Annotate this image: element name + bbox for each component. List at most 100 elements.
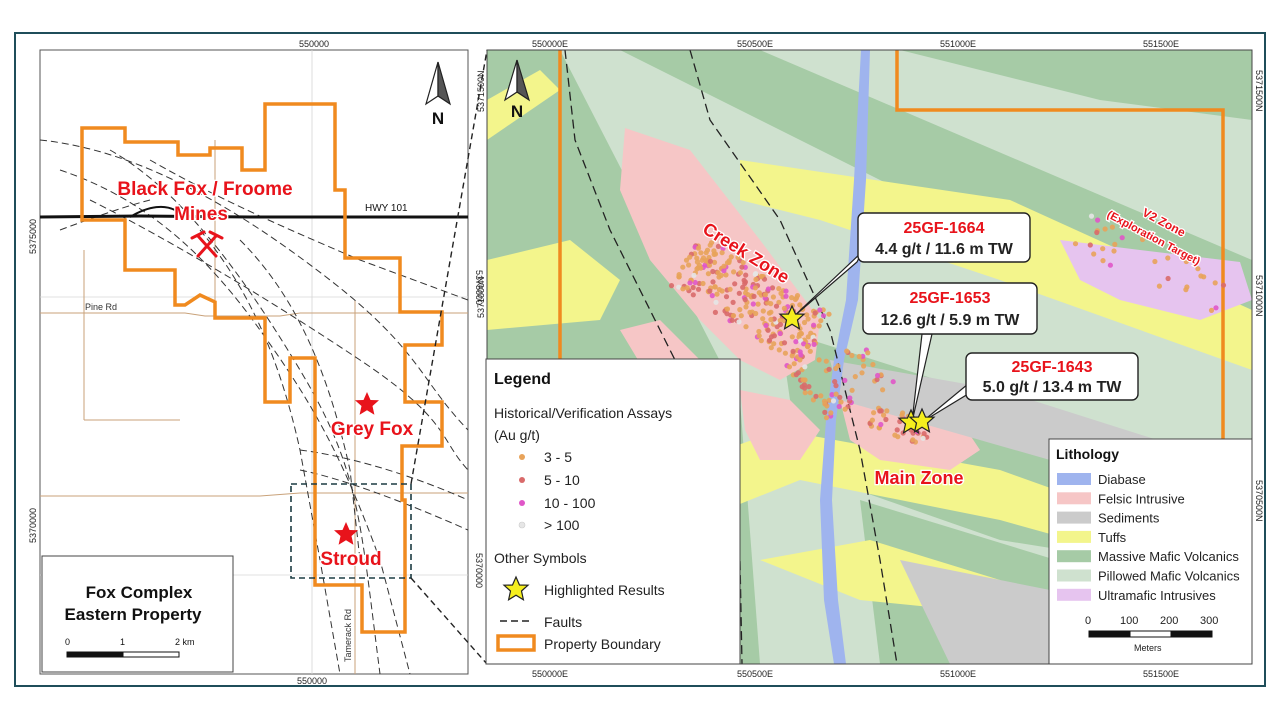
assay-point	[753, 276, 759, 283]
assay-point	[880, 387, 886, 393]
tamarack-rd-label: Tamerack Rd	[343, 609, 353, 662]
assay-point	[776, 286, 782, 292]
assay-point	[794, 293, 801, 299]
assay-point	[805, 316, 811, 322]
assay-point	[835, 363, 841, 369]
assay-point	[1091, 251, 1097, 257]
assay-point	[797, 302, 803, 308]
legend-assay-label-1: 5 - 10	[544, 472, 580, 488]
highway-101	[40, 214, 468, 219]
left-overview-map: 550000 550000 5375000 5370000 5375000 53…	[28, 39, 484, 686]
assay-point	[699, 257, 705, 263]
assay-point	[842, 377, 848, 383]
assay-point	[739, 264, 745, 270]
assay-point	[837, 394, 843, 400]
assay-point	[730, 299, 736, 305]
lithology-swatch-3	[1057, 530, 1091, 543]
property-boundary-left	[80, 102, 444, 634]
assay-point	[695, 286, 702, 292]
assay-point	[1195, 266, 1201, 272]
assay-point	[842, 406, 848, 412]
litho-scale-unit: Meters	[1134, 643, 1162, 653]
right-coord-top-3: 551500E	[1143, 39, 1179, 49]
legend-highlighted-label: Highlighted Results	[544, 582, 665, 598]
left-title-line2: Eastern Property	[65, 605, 203, 624]
callout-25gf-1643: 25GF-1643 5.0 g/t / 13.4 m TW	[965, 352, 1139, 401]
assay-point	[765, 286, 772, 292]
assay-point	[709, 293, 715, 299]
assay-point	[1072, 241, 1079, 247]
assay-point	[818, 393, 824, 399]
right-map-faults	[564, 50, 898, 664]
assay-point	[1111, 248, 1117, 254]
assay-point	[870, 361, 876, 368]
assay-point	[710, 279, 716, 285]
assay-point	[712, 284, 718, 290]
assay-point	[878, 421, 884, 428]
assay-point	[804, 343, 811, 349]
assay-point	[869, 417, 876, 423]
assay-point	[875, 372, 881, 379]
callout-1664-id: 25GF-1664	[904, 220, 985, 237]
assay-point	[826, 366, 832, 372]
assay-point	[723, 294, 730, 300]
assay-point	[1208, 307, 1215, 313]
assay-point	[828, 410, 834, 416]
assay-point	[721, 263, 727, 269]
assay-point	[1165, 255, 1171, 261]
assay-point	[910, 437, 916, 443]
callout-1653-id: 25GF-1653	[910, 290, 991, 307]
assay-point	[812, 310, 818, 316]
assay-point	[750, 301, 756, 307]
highway-ramp	[129, 205, 176, 218]
lithology-label-4: Massive Mafic Volcanics	[1098, 549, 1239, 564]
assay-point	[849, 387, 855, 393]
assay-point	[1112, 241, 1118, 247]
assay-point	[793, 372, 799, 378]
legend-assay-swatch-1	[519, 477, 525, 483]
assay-point	[793, 339, 799, 345]
assay-point	[792, 296, 799, 302]
assay-point	[832, 379, 838, 385]
left-north-label: N	[432, 109, 444, 128]
assay-point	[776, 299, 782, 305]
assay-point	[844, 348, 850, 354]
assay-point	[705, 271, 712, 277]
legend-assay-label-0: 3 - 5	[544, 449, 572, 465]
assay-point	[741, 277, 747, 283]
legend-assay-swatch-2	[519, 500, 525, 506]
assay-point	[799, 384, 805, 390]
main-zone-label: Main Zone	[875, 468, 964, 488]
assay-point	[712, 309, 719, 315]
assay-point	[715, 243, 722, 249]
legend-assay-swatch-0	[519, 454, 525, 460]
assay-point	[756, 328, 762, 335]
assay-point	[1088, 213, 1095, 219]
lithology-label-6: Ultramafic Intrusives	[1098, 588, 1216, 603]
assay-point	[811, 322, 817, 328]
black-fox-label-mines: Mines	[174, 204, 228, 225]
assay-point	[804, 312, 810, 318]
left-coord-top: 550000	[299, 39, 329, 49]
assay-point	[833, 383, 839, 389]
legend-boundary-symbol	[496, 634, 536, 652]
assay-point	[878, 408, 884, 414]
legend-faults-label: Faults	[544, 614, 582, 630]
assay-point	[838, 399, 844, 405]
assay-point	[747, 309, 753, 315]
assay-point	[758, 338, 764, 344]
inset-extent-box	[290, 483, 412, 579]
assay-point	[861, 363, 867, 369]
assay-point	[698, 250, 704, 256]
assay-point	[797, 331, 803, 337]
left-map-minor-roads	[40, 140, 468, 674]
assay-point	[1100, 258, 1106, 264]
assay-point	[802, 364, 808, 370]
callout-1643-result: 5.0 g/t / 13.4 m TW	[983, 379, 1123, 396]
stroud-label: Stroud	[320, 549, 381, 570]
assay-point	[743, 304, 749, 310]
assay-point	[731, 269, 737, 275]
legend-box: Legend Historical/Verification Assays (A…	[485, 358, 741, 665]
assay-point	[826, 311, 832, 317]
